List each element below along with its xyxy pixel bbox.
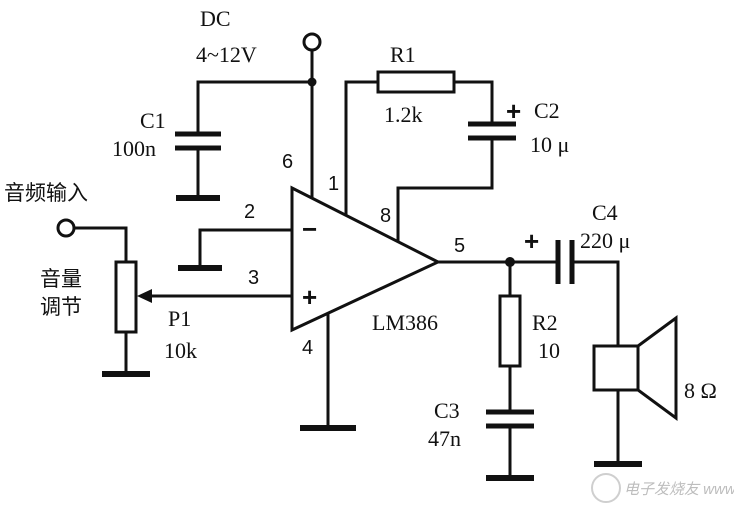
c2-pin8-wire bbox=[396, 138, 494, 242]
lm386-label: LM386 bbox=[372, 310, 438, 335]
dc-voltage-label: 4~12V bbox=[196, 42, 257, 67]
pin1-wire bbox=[344, 80, 380, 215]
c4-plus-sign: + bbox=[524, 226, 539, 256]
c2-value-label: 10 μ bbox=[530, 132, 569, 157]
r2-resistor bbox=[498, 294, 522, 368]
r2-value-label: 10 bbox=[538, 338, 560, 363]
r1-right-wire bbox=[452, 80, 494, 124]
c1-value-label: 100n bbox=[112, 136, 156, 161]
pin2-label: 2 bbox=[244, 201, 255, 223]
p1-value-label: 10k bbox=[164, 338, 197, 363]
watermark-logo-icon bbox=[591, 473, 621, 503]
watermark-text: 电子发烧友 www.elecfans.com bbox=[624, 481, 734, 498]
dc-label: DC bbox=[200, 6, 231, 31]
input-terminal bbox=[56, 218, 76, 238]
pin2-wire bbox=[198, 228, 294, 268]
pin5-label: 5 bbox=[454, 235, 465, 257]
r2-name-label: R2 bbox=[532, 310, 558, 335]
c2-plus-sign: + bbox=[506, 96, 521, 126]
pin4-label: 4 bbox=[302, 337, 313, 359]
speaker-cone bbox=[636, 315, 678, 421]
volume-label-line1: 音量 bbox=[40, 267, 82, 291]
c3-value-label: 47n bbox=[428, 426, 461, 451]
pin6-label: 6 bbox=[282, 151, 293, 173]
c3-name-label: C3 bbox=[434, 398, 460, 423]
c4-speaker-wire bbox=[572, 260, 620, 348]
r1-value-label: 1.2k bbox=[384, 102, 423, 127]
watermark: 电子发烧友 www.elecfans.com bbox=[591, 473, 734, 503]
speaker-body bbox=[592, 344, 640, 392]
pin3-label: 3 bbox=[248, 267, 259, 289]
c1-name-label: C1 bbox=[140, 108, 166, 133]
speaker-impedance-label: 8 Ω bbox=[684, 378, 717, 403]
p1-name-label: P1 bbox=[168, 306, 191, 331]
input-label: 音频输入 bbox=[4, 181, 88, 205]
c2-name-label: C2 bbox=[534, 98, 560, 123]
r1-name-label: R1 bbox=[390, 42, 416, 67]
dc-terminal bbox=[302, 32, 322, 52]
volume-label-line2: 调节 bbox=[40, 295, 82, 319]
lm386-triangle bbox=[290, 185, 442, 333]
input-wire bbox=[72, 226, 128, 264]
opamp-minus-sign: − bbox=[302, 214, 317, 244]
opamp-plus-sign: + bbox=[302, 282, 317, 312]
c4-name-label: C4 bbox=[592, 200, 618, 225]
p1-potentiometer bbox=[114, 260, 138, 334]
pin8-label: 8 bbox=[380, 205, 391, 227]
p1-wiper-arrow bbox=[137, 289, 152, 303]
c4-value-label: 220 μ bbox=[580, 228, 630, 253]
r1-resistor bbox=[376, 70, 456, 94]
pin1-label: 1 bbox=[328, 173, 339, 195]
c1-wire bbox=[196, 80, 314, 134]
